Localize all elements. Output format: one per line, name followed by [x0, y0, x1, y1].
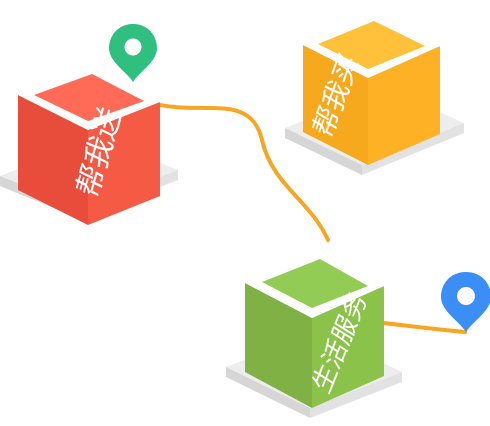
delivery-cube-right-face	[88, 102, 160, 225]
route-line-delivery-to-life	[146, 100, 330, 242]
route-line-life-to-end	[373, 320, 467, 334]
purchase-cube: 帮我买	[285, 12, 464, 175]
end-location-pin-icon	[441, 272, 490, 332]
life-service-cube: 生活服务	[226, 250, 402, 418]
delivery-cube-left-face	[18, 95, 88, 225]
purchase-cube-right-face	[368, 46, 440, 165]
delivery-cube: 帮我送	[0, 66, 178, 225]
start-location-pin-icon	[109, 24, 157, 82]
purchase-cube-left-face	[303, 45, 368, 165]
life-service-cube-left-face	[245, 283, 312, 408]
life-service-cube-right-face	[312, 286, 384, 408]
